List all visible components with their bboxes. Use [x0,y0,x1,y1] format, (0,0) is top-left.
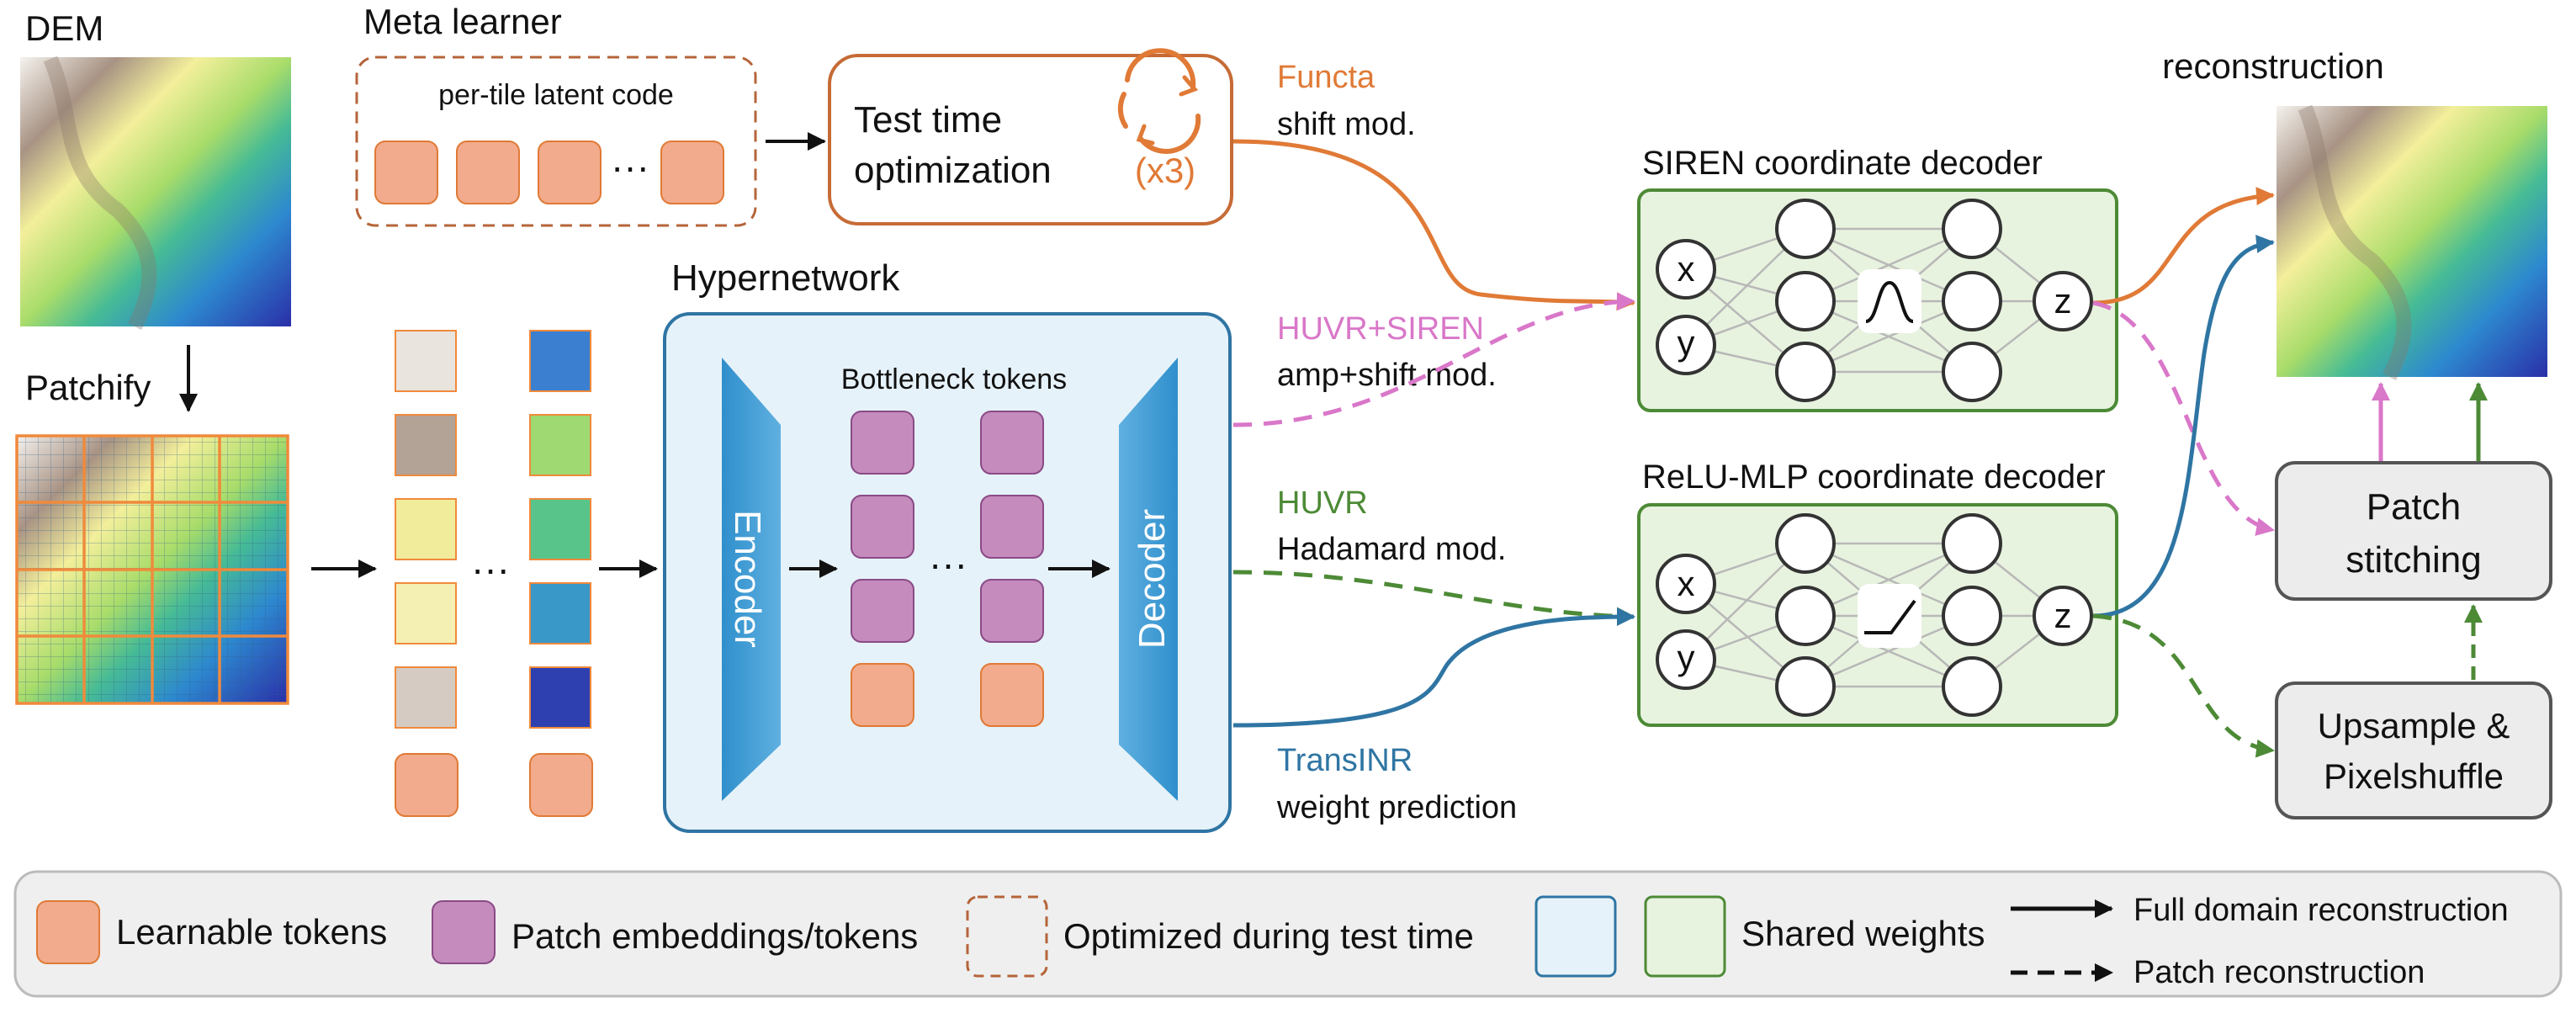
latent-token [660,141,724,204]
siren-to-reconstruction-arrow [2092,187,2275,305]
siren-y-label: y [1678,323,1695,363]
siren-neurons [1775,199,2002,402]
transinr-arrow [1232,607,1635,728]
functa-label: Functa [1277,60,1375,95]
relu-activation-icon [1858,584,1921,648]
meta-learner-title: Meta learner [363,2,562,41]
latent-token [374,141,438,204]
refresh-cycle-icon [1117,48,1201,154]
learnable-token [395,753,458,817]
legend-optimized-swatch [966,895,1048,978]
relu-curve [1864,599,1916,634]
sine-curve [1865,280,1914,323]
learnable-token [529,753,593,817]
relu-to-upsample-arrow [2092,613,2275,758]
latent-code-label: per-tile latent code [438,79,674,111]
legend-patch-label: Patch embeddings/tokens [511,916,918,956]
bottleneck-label: Bottleneck tokens [841,363,1067,395]
decoder-block [1119,358,1178,801]
legend-patch-recon-label: Patch reconstruction [2133,955,2425,990]
functa-desc: shift mod. [1277,107,1416,142]
siren-to-stitching-arrow [2092,300,2275,536]
transinr-desc: weight prediction [1276,790,1517,825]
functa-arrow [1232,139,1635,311]
reconstruction-image [2277,104,2547,381]
encoder-block [722,358,781,801]
huvr-desc: Hadamard mod. [1277,532,1506,567]
patchify-label: Patchify [25,368,151,407]
bottleneck-ellipsis: ··· [929,542,967,586]
relu-to-reconstruction-arrow [2092,234,2275,618]
siren-z-label: z [2054,281,2072,321]
patch-stitching-line1: Patch [2367,486,2462,528]
tto-label-line2: optimization [854,150,1052,191]
test-time-optimization-box [828,54,1233,225]
bottleneck-tokens [851,411,1044,643]
reconstruction-title: reconstruction [2162,46,2384,86]
relu-input-x [1656,554,1716,614]
legend-box [13,870,2563,998]
relu-z-label: z [2054,596,2072,635]
transinr-label: TransINR [1277,743,1413,778]
latent-code-box [355,56,757,227]
relu-y-label: y [1678,638,1695,677]
patch-column-2 [529,330,593,817]
siren-output-z [2033,271,2093,331]
sine-activation-icon [1858,269,1921,333]
latent-token [456,141,520,204]
patch-ellipsis: ··· [471,547,510,591]
legend-shared-label: Shared weights [1741,914,1985,953]
learnable-token [980,663,1044,727]
relu-neurons [1775,513,2002,717]
encoder-label: Encoder [727,510,768,648]
huvr-label: HUVR [1277,485,1368,521]
legend-shared-green-swatch [1644,895,1726,978]
upsample-line1: Upsample & [2318,706,2510,745]
upsample-box [2275,682,2552,819]
legend-patch-swatch [432,900,496,964]
dem-title: DEM [25,8,103,48]
upsample-line2: Pixelshuffle [2324,756,2504,796]
relu-output-z [2033,586,2093,646]
siren-decoder-title: SIREN coordinate decoder [1642,145,2043,182]
repeat-count: (x3) [1135,151,1195,190]
legend-learnable-label: Learnable tokens [116,912,387,952]
hypernetwork-box [663,312,1232,833]
relu-decoder-title: ReLU-MLP coordinate decoder [1642,459,2106,496]
huvr-arrow [1232,570,1635,626]
tto-label-line1: Test time [854,99,1002,141]
relu-x-label: x [1678,564,1695,603]
dem-input-image [20,56,291,331]
legend-shared-blue-swatch [1534,895,1617,978]
latent-ellipsis: ··· [611,145,649,188]
patch-stitching-line2: stitching [2345,539,2481,581]
huvr-siren-label: HUVR+SIREN [1277,311,1484,347]
learnable-token [851,663,914,727]
latent-token [538,141,602,204]
patch-column-1 [395,330,458,817]
legend-optimized-label: Optimized during test time [1063,916,1474,956]
huvr-siren-desc: amp+shift mod. [1277,358,1497,393]
patchified-dem [15,434,289,705]
decoder-label: Decoder [1132,509,1173,649]
relu-input-y [1656,629,1716,690]
legend-learnable-swatch [36,900,100,964]
siren-x-label: x [1678,249,1695,289]
siren-input-x [1656,239,1716,300]
siren-input-y [1656,315,1716,375]
huvr-siren-arrow [1232,292,1635,427]
legend-full-label: Full domain reconstruction [2133,893,2509,928]
hypernetwork-title: Hypernetwork [671,257,900,299]
patch-stitching-box [2275,461,2552,601]
